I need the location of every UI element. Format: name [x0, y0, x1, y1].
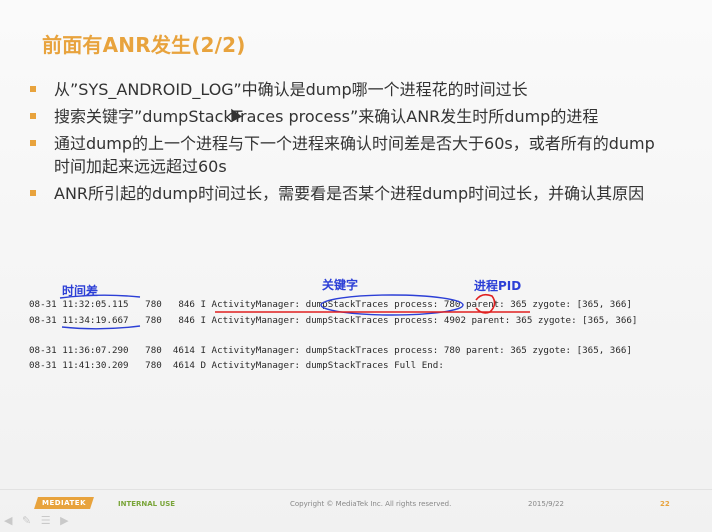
next-slide-icon[interactable]: ▶ — [60, 514, 69, 527]
bullet-item: 从”SYS_ANDROID_LOG”中确认是dump哪一个进程花的时间过长 — [28, 78, 668, 101]
bullet-item: 搜索关键字”dumpStackTraces process”来确认ANR发生时所… — [28, 105, 668, 128]
slideshow-nav: ◀ ✎ ☰ ▶ — [4, 514, 75, 527]
bullet-marker-icon — [30, 140, 36, 146]
bullet-text: 从”SYS_ANDROID_LOG”中确认是dump哪一个进程花的时间过长 — [54, 80, 528, 99]
bullet-marker-icon — [30, 113, 36, 119]
bullet-item: ANR所引起的dump时间过长，需要看是否某个进程dump时间过长，并确认其原因 — [28, 182, 668, 205]
mediatek-logo: MEDIATEK — [34, 497, 94, 509]
annotation-pid: 进程PID — [474, 279, 522, 293]
underline-mark-icon — [61, 325, 141, 330]
footer-date: 2015/9/22 — [528, 500, 564, 508]
bullet-text: 通过dump的上一个进程与下一个进程来确认时间差是否大于60s，或者所有的dum… — [54, 134, 655, 176]
annotation-keyword: 关键字 — [322, 278, 359, 292]
slide-title: 前面有ANR发生(2/2) — [42, 33, 246, 57]
log-line: 08-31 11:41:30.209 780 4614 D ActivityMa… — [29, 360, 444, 371]
bullet-list: 从”SYS_ANDROID_LOG”中确认是dump哪一个进程花的时间过长 搜索… — [28, 78, 668, 209]
internal-use-label: INTERNAL USE — [118, 500, 176, 508]
menu-icon[interactable]: ☰ — [40, 514, 51, 527]
bullet-marker-icon — [30, 190, 36, 196]
copyright-text: Copyright © MediaTek Inc. All rights res… — [290, 500, 452, 508]
previous-slide-icon[interactable]: ◀ — [4, 514, 13, 527]
bullet-text: 搜索关键字”dumpStackTraces process”来确认ANR发生时所… — [54, 107, 599, 126]
log-line: 08-31 11:32:05.115 780 846 I ActivityMan… — [29, 299, 632, 310]
bullet-item: 通过dump的上一个进程与下一个进程来确认时间差是否大于60s，或者所有的dum… — [28, 132, 668, 178]
bullet-marker-icon — [30, 86, 36, 92]
bullet-text: ANR所引起的dump时间过长，需要看是否某个进程dump时间过长，并确认其原因 — [54, 184, 645, 203]
footer-divider — [0, 489, 712, 490]
log-line: 08-31 11:36:07.290 780 4614 I ActivityMa… — [29, 345, 632, 356]
pen-icon[interactable]: ✎ — [21, 514, 32, 527]
page-number: 22 — [660, 500, 670, 508]
annotation-time-diff: 时间差 — [62, 284, 99, 298]
log-line: 08-31 11:34:19.667 780 846 I ActivityMan… — [29, 315, 638, 326]
